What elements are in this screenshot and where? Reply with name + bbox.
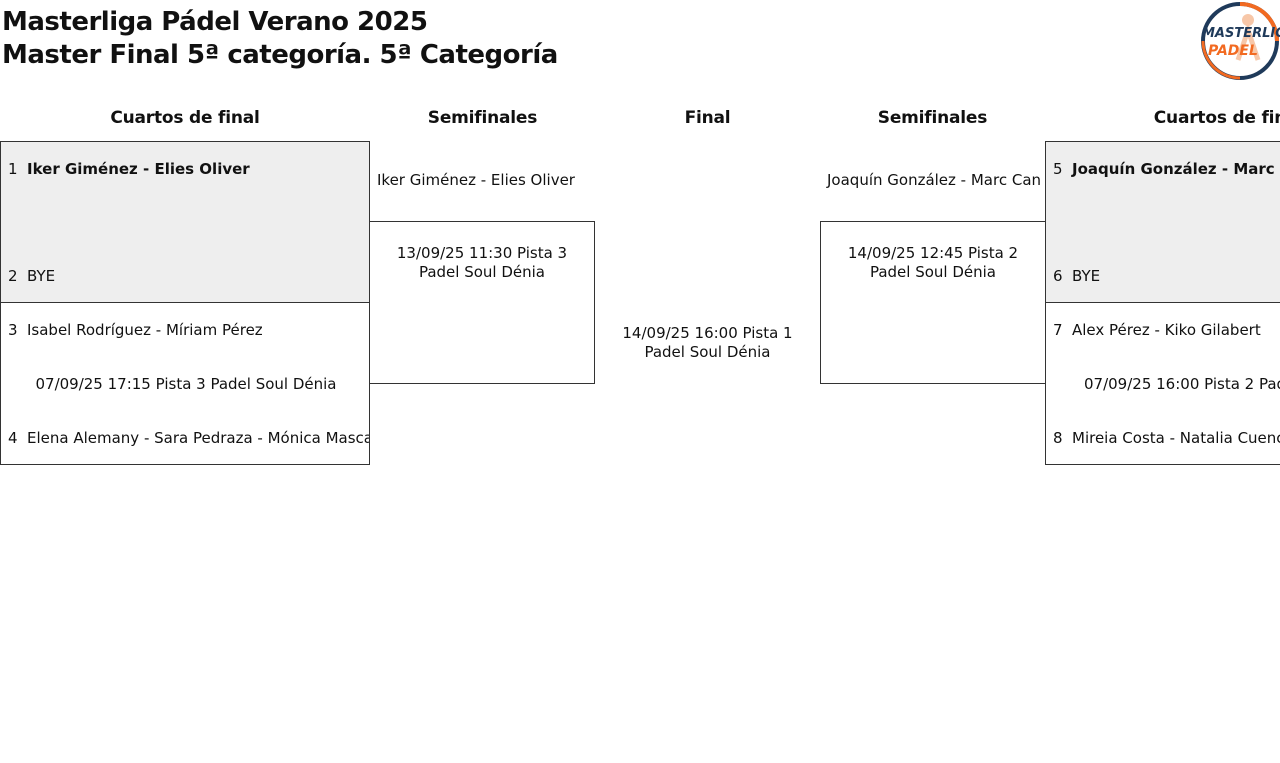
match-row: 7 Alex Pérez - Kiko Gilabert (1046, 320, 1261, 340)
match-schedule: 13/09/25 11:30 Pista 3 Padel Soul Dénia (396, 244, 568, 281)
seed-number: 7 (1053, 321, 1063, 339)
team-name: BYE (1072, 267, 1101, 285)
qf-left-match-2[interactable]: 3 Isabel Rodríguez - Míriam Pérez 07/09/2… (0, 302, 370, 465)
sf-right-match[interactable]: 14/09/25 12:45 Pista 2 Padel Soul Dénia (820, 221, 1046, 384)
match-row: 2 BYE (1, 266, 55, 286)
match-schedule: 07/09/25 16:00 Pista 2 Pade (1084, 375, 1280, 393)
seed-number: 8 (1053, 429, 1063, 447)
title-line-2: Master Final 5ª categoría. 5ª Categoría (2, 40, 558, 70)
seed-number: 3 (8, 321, 18, 339)
match-schedule: 07/09/25 17:15 Pista 3 Padel Soul Dénia (35, 375, 337, 393)
round-header-qf-right: Cuartos de fin (1153, 108, 1280, 128)
team-name: BYE (27, 267, 56, 285)
round-header-sf-right: Semifinales (877, 108, 988, 128)
match-row: 1 Iker Giménez - Elies Oliver (1, 159, 250, 179)
final-schedule: 14/09/25 16:00 Pista 1 Padel Soul Dénia (622, 324, 793, 361)
team-name: Elena Alemany - Sara Pedraza - Mónica Ma… (27, 429, 370, 447)
round-header-qf-left: Cuartos de final (110, 108, 260, 128)
sf-left-team: Iker Giménez - Elies Oliver (377, 171, 575, 189)
match-schedule: 14/09/25 12:45 Pista 2 Padel Soul Dénia (847, 244, 1019, 281)
seed-number: 2 (8, 267, 18, 285)
team-name: Isabel Rodríguez - Míriam Pérez (27, 321, 263, 339)
match-row: 5 Joaquín González - Marc Car (1046, 159, 1280, 179)
seed-number: 5 (1053, 160, 1063, 178)
sf-left-match[interactable]: 13/09/25 11:30 Pista 3 Padel Soul Dénia (369, 221, 595, 384)
match-row: 6 BYE (1046, 266, 1100, 286)
svg-text:PADEL: PADEL (1208, 43, 1258, 59)
qf-left-match-1[interactable]: 1 Iker Giménez - Elies Oliver 2 BYE (0, 141, 370, 303)
sf-right-team-wrap: Joaquín González - Marc Can (820, 171, 1045, 193)
svg-text:MASTERLIGA: MASTERLIGA (1202, 26, 1280, 41)
title-line-1: Masterliga Pádel Verano 2025 (2, 7, 428, 37)
qf-right-match-2[interactable]: 7 Alex Pérez - Kiko Gilabert 07/09/25 16:… (1045, 302, 1280, 465)
team-name: Mireia Costa - Natalia Cuenc (1072, 429, 1280, 447)
team-name: Iker Giménez - Elies Oliver (27, 160, 250, 178)
match-row: 3 Isabel Rodríguez - Míriam Pérez (1, 320, 263, 340)
seed-number: 1 (8, 160, 18, 178)
match-row: 4 Elena Alemany - Sara Pedraza - Mónica M… (1, 428, 370, 448)
match-row: 8 Mireia Costa - Natalia Cuenc (1046, 428, 1280, 448)
masterliga-logo: MASTERLIGA PADEL (1198, 0, 1280, 82)
team-name: Alex Pérez - Kiko Gilabert (1072, 321, 1261, 339)
team-name: Joaquín González - Marc Car (1072, 160, 1280, 178)
seed-number: 6 (1053, 267, 1063, 285)
sf-right-team: Joaquín González - Marc Can (827, 171, 1042, 189)
page-title: Masterliga Pádel Verano 2025 Master Fina… (2, 6, 558, 72)
round-header-sf-left: Semifinales (427, 108, 538, 128)
qf-right-match-1[interactable]: 5 Joaquín González - Marc Car 6 BYE (1045, 141, 1280, 303)
round-header-final: Final (684, 108, 731, 128)
seed-number: 4 (8, 429, 18, 447)
